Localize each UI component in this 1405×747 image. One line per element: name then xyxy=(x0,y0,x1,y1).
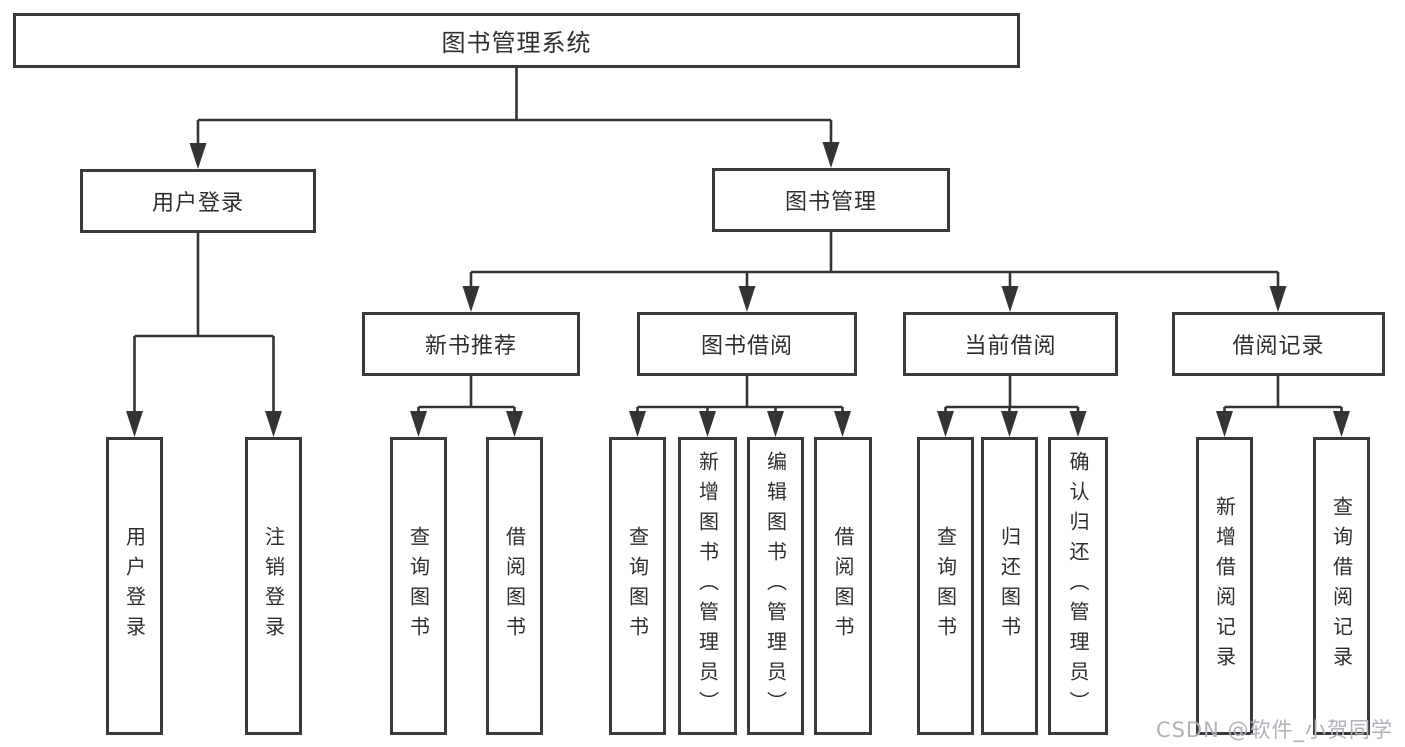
leaf-borrow-books-recommend: 借阅图书 xyxy=(486,437,543,735)
leaf-return-books: 归还图书 xyxy=(981,437,1038,735)
leaf-logout: 注销登录 xyxy=(245,437,302,735)
leaf-query-books-recommend: 查询图书 xyxy=(390,437,447,735)
leaf-query-books-borrow: 查询图书 xyxy=(609,437,666,735)
node-new-book-recommend: 新书推荐 xyxy=(362,312,580,376)
leaf-edit-book-admin: 编辑图书（管理员） xyxy=(747,437,804,735)
leaf-user-login: 用户登录 xyxy=(106,437,163,735)
node-borrowing-records: 借阅记录 xyxy=(1172,312,1385,376)
leaf-query-books-current: 查询图书 xyxy=(917,437,974,735)
node-library-system: 图书管理系统 xyxy=(13,13,1020,68)
node-current-borrowing: 当前借阅 xyxy=(903,312,1118,376)
leaf-query-borrow-record: 查询借阅记录 xyxy=(1313,437,1370,735)
leaf-borrow-books: 借阅图书 xyxy=(814,437,872,735)
node-book-management: 图书管理 xyxy=(712,168,950,232)
node-book-borrowing: 图书借阅 xyxy=(637,312,857,376)
leaf-confirm-return-admin: 确认归还（管理员） xyxy=(1048,437,1108,735)
watermark: CSDN @软件_小贺同学 xyxy=(1155,718,1393,742)
leaf-add-borrow-record: 新增借阅记录 xyxy=(1196,437,1253,735)
leaf-add-book-admin: 新增图书（管理员） xyxy=(678,437,737,735)
arrowheads xyxy=(126,142,1350,437)
node-user-login: 用户登录 xyxy=(80,169,316,233)
